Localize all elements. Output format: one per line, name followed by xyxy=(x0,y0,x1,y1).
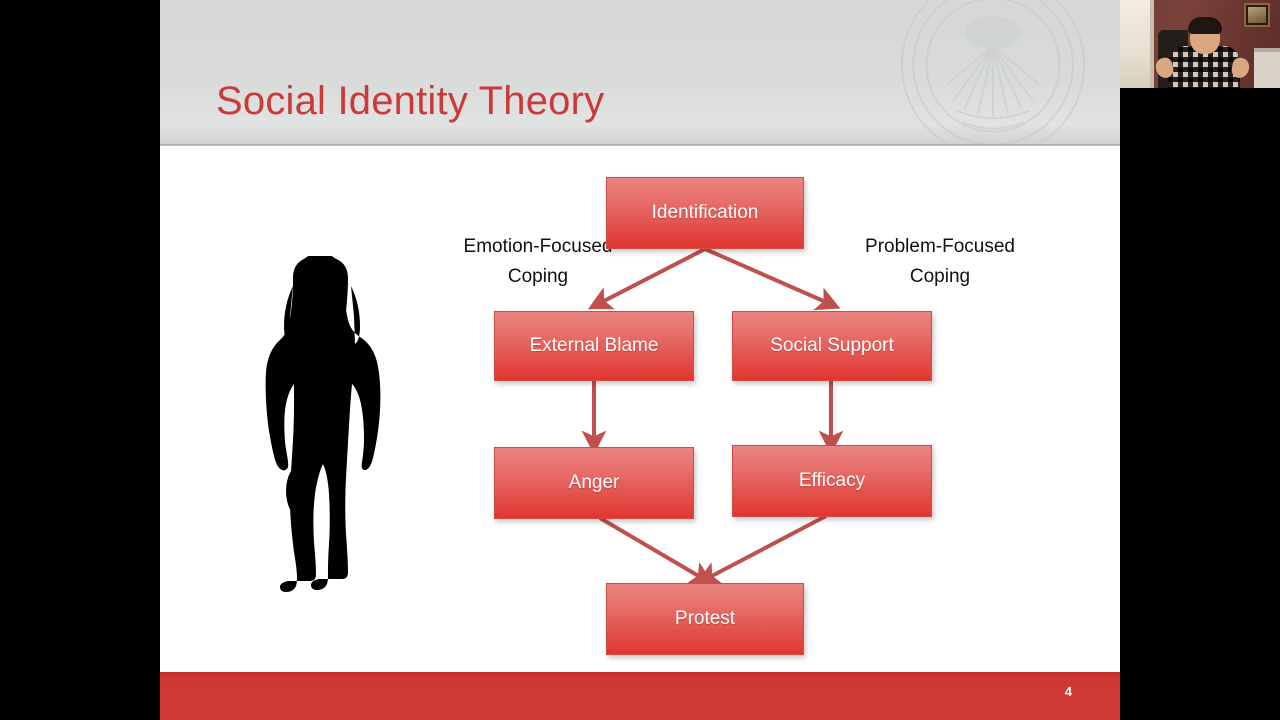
slide-header-band: UNIVERSITY Social Identity Theory xyxy=(160,0,1120,146)
presenter-webcam-feed[interactable] xyxy=(1120,0,1280,100)
arrow-anger-to-protest xyxy=(598,516,714,585)
webcam-wall-picture-inner xyxy=(1248,7,1266,23)
flow-diagram: Emotion-Focused Coping Problem-Focused C… xyxy=(160,146,1120,672)
slide-page-number: 4 xyxy=(1064,684,1072,699)
flow-node-efficacy[interactable]: Efficacy xyxy=(732,445,932,517)
page-title: Social Identity Theory xyxy=(216,79,605,123)
presentation-slide: UNIVERSITY Social Identity Theory xyxy=(160,0,1120,720)
webcam-presenter-hair xyxy=(1188,17,1222,34)
problem-coping-line1: Problem-Focused xyxy=(865,236,1015,257)
arrow-identification-to-social-support xyxy=(704,247,841,311)
flow-node-efficacy-label: Efficacy xyxy=(798,470,866,491)
flow-node-social-support[interactable]: Social Support xyxy=(732,311,932,381)
slide-footer-band: 4 xyxy=(160,672,1120,720)
arrow-efficacy-to-protest xyxy=(695,514,827,585)
flow-arrow-layer xyxy=(581,247,844,585)
flow-node-social-support-label: Social Support xyxy=(770,335,894,356)
webcam-cabinet xyxy=(1254,52,1280,88)
flow-node-protest-label: Protest xyxy=(674,608,736,629)
problem-focused-coping-label: Problem-Focused Coping xyxy=(840,232,1040,292)
flow-node-protest[interactable]: Protest xyxy=(606,583,804,655)
emotion-focused-coping-label: Emotion-Focused Coping xyxy=(438,232,638,292)
emotion-coping-line2: Coping xyxy=(507,266,569,287)
problem-coping-line2: Coping xyxy=(909,266,971,287)
arrow-identification-to-external-blame xyxy=(587,247,706,310)
flow-node-anger[interactable]: Anger xyxy=(494,447,694,519)
woman-silhouette-icon xyxy=(265,256,381,592)
flow-node-identification-label: Identification xyxy=(651,202,759,223)
flow-node-external-blame-label: External Blame xyxy=(529,335,659,356)
flow-node-anger-label: Anger xyxy=(568,472,620,493)
flow-node-external-blame[interactable]: External Blame xyxy=(494,311,694,381)
flow-node-identification[interactable]: Identification xyxy=(606,177,804,249)
emotion-coping-line1: Emotion-Focused xyxy=(463,236,613,257)
header-divider xyxy=(160,144,1120,146)
university-seal-watermark-icon: UNIVERSITY xyxy=(900,0,1086,146)
webcam-window xyxy=(1120,0,1152,88)
webcam-wall-picture xyxy=(1244,3,1270,27)
webcam-cabinet-top xyxy=(1254,48,1280,53)
slide-body: Emotion-Focused Coping Problem-Focused C… xyxy=(160,146,1120,672)
webcam-window-frame xyxy=(1150,0,1154,88)
webcam-letterbox xyxy=(1120,88,1280,100)
